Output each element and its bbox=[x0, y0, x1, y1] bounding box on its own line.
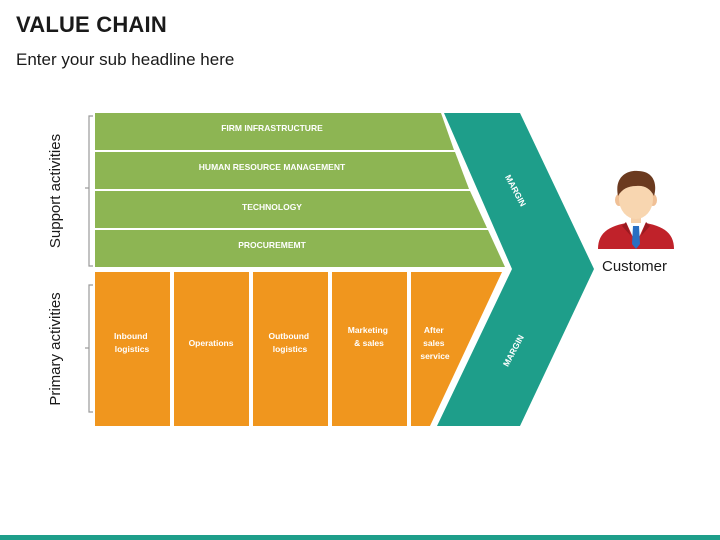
support-row-procurement bbox=[95, 230, 505, 267]
support-label-procurement: PROCUREMEMT bbox=[238, 240, 306, 250]
primary-col-operations bbox=[174, 272, 249, 426]
primary-bracket bbox=[85, 284, 93, 413]
support-rows bbox=[95, 113, 505, 267]
primary-label-operations: Operations bbox=[189, 338, 234, 348]
support-row-technology bbox=[95, 191, 487, 228]
primary-activities-label: Primary activities bbox=[47, 292, 64, 405]
page-title: VALUE CHAIN bbox=[16, 12, 167, 37]
primary-label-inbound-logistics: Inbound logistics bbox=[114, 331, 150, 354]
support-bracket bbox=[85, 115, 93, 267]
primary-label-after-sales-service: After sales service bbox=[420, 325, 450, 361]
customer-person-icon bbox=[598, 170, 674, 249]
bottom-accent-bar bbox=[0, 535, 720, 540]
primary-col-after-sales-service bbox=[411, 272, 502, 426]
margin-chevron bbox=[437, 113, 594, 426]
support-activities-label: Support activities bbox=[47, 134, 64, 248]
support-label-hr-management: HUMAN RESOURCE MANAGEMENT bbox=[199, 162, 346, 172]
support-label-firm-infrastructure: FIRM INFRASTRUCTURE bbox=[221, 123, 323, 133]
primary-col-outbound-logistics bbox=[253, 272, 328, 426]
primary-label-marketing-sales: Marketing & sales bbox=[348, 325, 391, 348]
primary-col-inbound-logistics bbox=[95, 272, 170, 426]
support-label-technology: TECHNOLOGY bbox=[242, 202, 302, 212]
primary-label-outbound-logistics: Outbound logistics bbox=[269, 331, 312, 354]
customer-label: Customer bbox=[602, 258, 668, 275]
support-row-firm-infrastructure bbox=[95, 113, 454, 150]
primary-columns bbox=[95, 272, 502, 426]
page-subtitle: Enter your sub headline here bbox=[16, 50, 235, 69]
support-row-hr-management bbox=[95, 152, 469, 189]
primary-col-marketing-sales bbox=[332, 272, 407, 426]
